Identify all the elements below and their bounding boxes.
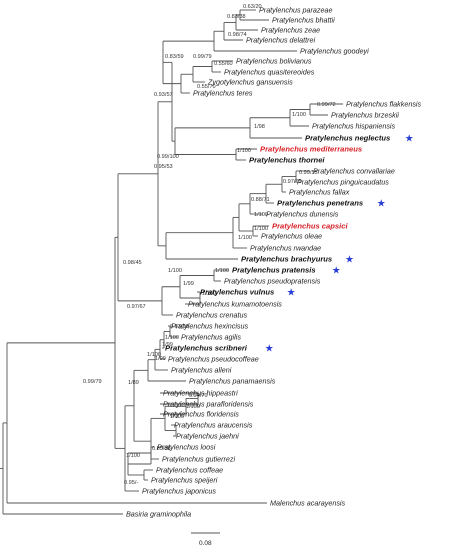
support-value: 0.95/- bbox=[124, 480, 138, 486]
support-value: 1/99 bbox=[155, 356, 166, 362]
support-value: 1/100 bbox=[292, 112, 306, 118]
taxon-label: Pratylenchus pinguicaudatus bbox=[297, 178, 389, 187]
taxon-label: Pratylenchus crenatus bbox=[176, 311, 248, 320]
support-value: 0.55/70 bbox=[197, 84, 216, 90]
taxon-label: Pratylenchus parazeae bbox=[259, 6, 333, 15]
tree-branches bbox=[0, 9, 343, 515]
support-value: 1/100 bbox=[215, 268, 229, 274]
support-value: 1/100 bbox=[170, 414, 184, 420]
taxon-label: Pratylenchus hippeastri bbox=[163, 389, 238, 398]
support-value: 1/100 bbox=[254, 212, 268, 218]
star-icon: ★ bbox=[345, 255, 354, 266]
taxon-label: Pratylenchus penetrans bbox=[277, 199, 363, 208]
support-value: 0.88/71 bbox=[251, 197, 270, 203]
taxon-label: Pratylenchus pseudocoffeae bbox=[168, 355, 259, 364]
support-value: 0.98/74 bbox=[228, 32, 247, 38]
support-value: 1/99 bbox=[162, 342, 173, 348]
support-value: 1/100 bbox=[202, 291, 216, 297]
taxon-label: Pratylenchus dunensis bbox=[266, 210, 339, 219]
star-icon: ★ bbox=[377, 199, 386, 210]
support-value: 1/99 bbox=[183, 281, 194, 287]
taxon-label: Pratylenchus speijeri bbox=[151, 476, 218, 485]
support-value: 0.95/53 bbox=[154, 164, 173, 170]
taxon-label: Pratylenchus brzeskii bbox=[331, 111, 399, 120]
star-markers: ★ ★ ★ ★ ★ ★ bbox=[265, 134, 414, 355]
taxon-label: Pratylenchus flakkensis bbox=[346, 100, 422, 109]
taxon-label: Pratylenchus thornei bbox=[249, 156, 325, 165]
taxon-label: Pratylenchus loosi bbox=[157, 443, 216, 452]
support-value: 0.99/72 bbox=[317, 102, 336, 108]
star-icon: ★ bbox=[265, 344, 274, 355]
taxon-label: Pratylenchus scribneri bbox=[165, 344, 248, 353]
support-value: 1/100 bbox=[147, 352, 161, 358]
taxon-label: Pratylenchus gutierrezi bbox=[162, 455, 236, 464]
support-value: 1/100 bbox=[126, 453, 140, 459]
taxon-label: Pratylenchus pseudopratensis bbox=[224, 277, 321, 286]
support-value: 1/100 bbox=[237, 148, 251, 154]
support-value: 1/98 bbox=[254, 124, 265, 130]
support-value: 1/100 bbox=[238, 235, 252, 241]
taxon-label: Pratylenchus mediterraneus bbox=[260, 145, 362, 154]
support-value: 0.93/57 bbox=[154, 92, 173, 98]
taxon-label: Pratylenchus pratensis bbox=[232, 266, 316, 275]
taxon-label: Pratylenchus quasitereoides bbox=[224, 68, 315, 77]
scale-bar-label: 0.08 bbox=[199, 540, 212, 547]
taxon-label: Pratylenchus parafloridensis bbox=[163, 400, 254, 409]
support-value: 0.99/79 bbox=[83, 379, 102, 385]
support-value: 1/100 bbox=[186, 404, 200, 410]
taxon-label: Pratylenchus araucensis bbox=[174, 421, 253, 430]
taxon-label: Basiria graminophila bbox=[126, 510, 191, 519]
taxon-label: Pratylenchus jaehni bbox=[176, 432, 239, 441]
taxon-label: Pratylenchus brachyurus bbox=[241, 255, 332, 264]
support-value: 0.83/38 bbox=[227, 14, 246, 20]
scale-bar: 0.08 bbox=[191, 532, 220, 547]
support-value: 0.99/55 bbox=[299, 170, 318, 176]
taxon-label: Pratylenchus vulnus bbox=[200, 288, 274, 297]
star-icon: ★ bbox=[405, 134, 414, 145]
star-icon: ★ bbox=[332, 266, 341, 277]
taxon-label: Pratylenchus floridensis bbox=[163, 410, 239, 419]
taxon-label: Pratylenchus hispaniensis bbox=[312, 122, 396, 131]
support-value: 0.99/100 bbox=[157, 154, 179, 160]
taxon-label: Pratylenchus bolivianus bbox=[236, 57, 312, 66]
taxon-label: Pratylenchus delattrei bbox=[246, 36, 316, 45]
support-value: 0.97/67 bbox=[127, 304, 146, 310]
support-value: 0.63/20 bbox=[243, 4, 262, 10]
taxon-label: Pratylenchus teres bbox=[193, 89, 253, 98]
support-value: 0.94/70 bbox=[189, 393, 208, 399]
support-value: 1/100 bbox=[254, 226, 268, 232]
support-value: 0.83/59 bbox=[165, 54, 184, 60]
taxon-label: Pratylenchus hexincisus bbox=[171, 322, 249, 331]
support-values: 0.63/200.83/380.98/740.99/790.55/600.55/… bbox=[83, 4, 336, 486]
taxon-label: Pratylenchus rwandae bbox=[250, 244, 321, 253]
support-value: 0.99/79 bbox=[193, 54, 212, 60]
taxon-label: Pratylenchus zeae bbox=[261, 26, 320, 35]
taxon-label: Malenchus acarayensis bbox=[270, 499, 346, 508]
taxon-label: Pratylenchus convallariae bbox=[313, 167, 395, 176]
taxon-label: Pratylenchus kumamotoensis bbox=[188, 300, 282, 309]
support-value: 0.85/38 bbox=[152, 446, 171, 452]
taxon-label: Pratylenchus agilis bbox=[181, 333, 241, 342]
support-value: 0.98/45 bbox=[123, 260, 142, 266]
taxon-label: Pratylenchus alleni bbox=[171, 366, 232, 375]
taxon-label: Pratylenchus panamaensis bbox=[189, 377, 276, 386]
taxon-label: Pratylenchus fallax bbox=[289, 188, 350, 197]
support-value: 1/100 bbox=[165, 335, 179, 341]
taxon-label: Pratylenchus bhattii bbox=[272, 16, 335, 25]
taxon-label: Pratylenchus neglectus bbox=[305, 134, 390, 143]
taxon-label: Zygotylenchus gansuensis bbox=[207, 78, 293, 87]
support-value: 1/89 bbox=[128, 380, 139, 386]
support-value: 0.63/68 bbox=[170, 324, 189, 330]
support-value: 0.97/65 bbox=[283, 179, 302, 185]
support-value: 1/100 bbox=[168, 268, 182, 274]
support-value: 0.55/60 bbox=[214, 61, 233, 67]
taxon-label: Pratylenchus oleae bbox=[261, 232, 322, 241]
star-icon: ★ bbox=[287, 288, 296, 299]
taxon-label: Pratylenchus japonicus bbox=[142, 487, 216, 496]
taxon-label: Pratylenchus coffeae bbox=[156, 466, 223, 475]
taxon-label: Pratylenchus goodeyi bbox=[300, 47, 369, 56]
taxon-label: Pratylenchus capsici bbox=[272, 222, 348, 231]
